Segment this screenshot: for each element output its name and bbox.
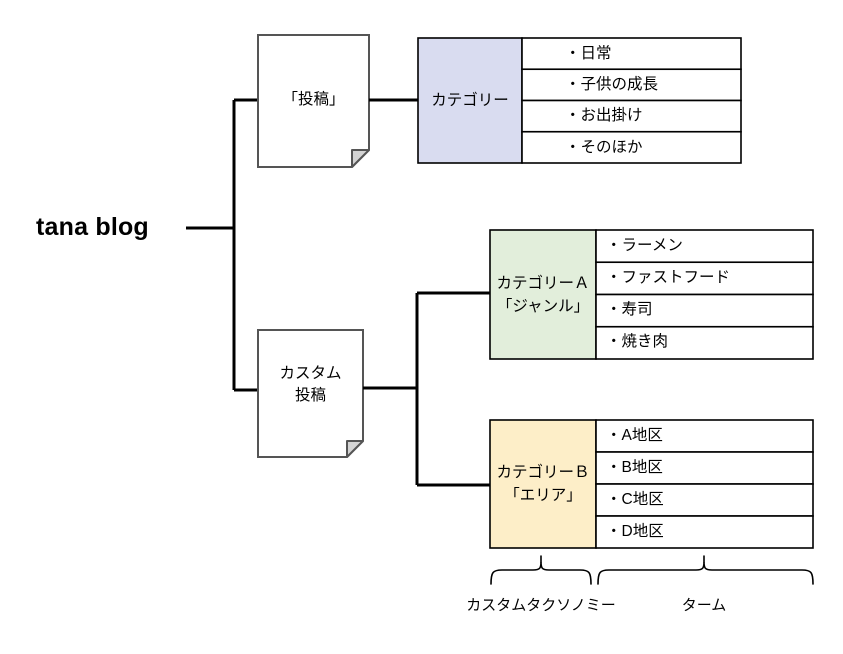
terms-table-category [521, 37, 742, 164]
term-label-category-a-3: ・焼き肉 [606, 333, 669, 350]
term-label-category-a-0: ・ラーメン [606, 237, 683, 254]
term-label-category-1: ・子供の成長 [565, 76, 659, 93]
taxonomy-label-category-a: カテゴリーＡ 「ジャンル」 [490, 230, 596, 359]
terms-table-category-a [595, 229, 814, 360]
term-label-category-b-3: ・D地区 [606, 523, 664, 540]
page-title-root-label: tana blog [36, 213, 149, 241]
term-label-category-a-1: ・ファストフード [606, 269, 731, 286]
taxonomy-label-category-b-line1: カテゴリーＢ [496, 464, 590, 481]
term-label-category-b-2: ・C地区 [606, 491, 664, 508]
term-label-category-b-1: ・B地区 [606, 459, 663, 476]
term-label-category-0: ・日常 [565, 45, 612, 62]
post-document-shape [257, 34, 370, 168]
taxonomy-box-category-a [489, 229, 597, 360]
term-label-category-b-0: ・A地区 [606, 427, 663, 444]
term-label-category-3: ・そのほか [565, 139, 643, 156]
custom-post-document-shape [257, 329, 364, 458]
node-label-post: 「投稿」 [282, 91, 345, 108]
brace-custom-taxonomy [490, 555, 592, 585]
term-label-category-a-2: ・寿司 [606, 301, 653, 318]
term-label-category-2: ・お出掛け [565, 107, 643, 124]
root-connectors [186, 98, 258, 392]
brace-term [597, 555, 814, 585]
taxonomy-label-category-a-line1: カテゴリーＡ [496, 274, 590, 292]
annotation-term: ターム [681, 597, 727, 614]
taxonomy-box-category-b [489, 419, 597, 549]
annotation-custom-taxonomy: カスタムタクソノミー [466, 597, 616, 614]
node-label-custom-post: カスタム 投稿 [279, 365, 342, 404]
taxonomy-label-category-b: カテゴリーＢ 「エリア」 [490, 420, 596, 548]
taxonomy-label-category: カテゴリー [431, 92, 509, 109]
custom-post-connectors [363, 291, 490, 487]
terms-table-category-b [595, 419, 814, 549]
taxonomy-label-category-a-line2: 「ジャンル」 [496, 297, 590, 315]
taxonomy-label-category-b-line2: 「エリア」 [504, 487, 582, 504]
